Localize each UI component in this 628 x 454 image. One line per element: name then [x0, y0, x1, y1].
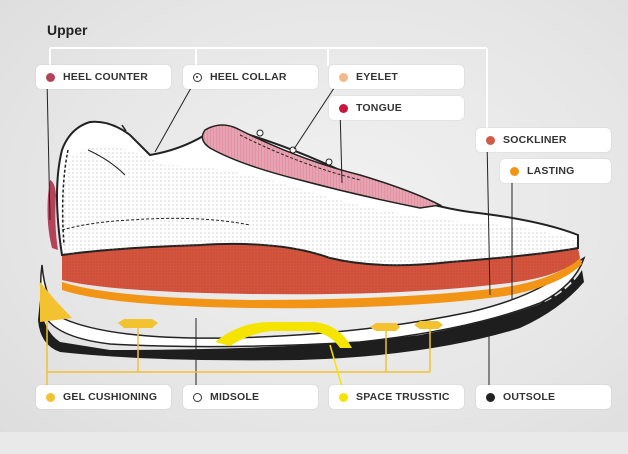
tongue-dot-icon	[339, 103, 348, 113]
label-outsole: OUTSOLE	[476, 385, 611, 409]
eyelet-1	[256, 129, 264, 137]
label-eyelet: EYELET	[329, 65, 464, 89]
label-lasting: LASTING	[500, 159, 611, 183]
gel-pad-fore-2	[414, 321, 443, 329]
midsole-shape	[39, 256, 586, 348]
gel-pad-rear	[118, 319, 158, 328]
heel-collar-dot-icon	[193, 72, 202, 82]
upper-mesh	[61, 146, 578, 266]
gel-pad-fore-1	[370, 323, 400, 331]
lasting-shape	[62, 258, 582, 309]
lasting-dot-icon	[510, 166, 519, 176]
outsole-dot-icon	[486, 392, 495, 402]
midsole-dot-icon	[193, 392, 202, 402]
eyelet-dot-icon	[339, 72, 348, 82]
label-space-trusstic: SPACE TRUSSTIC	[329, 385, 464, 409]
eyelet-3	[325, 158, 333, 166]
gel-cushioning-dot-icon	[46, 392, 55, 402]
label-tongue: TONGUE	[329, 96, 464, 120]
sockliner-shape	[62, 243, 580, 295]
heel-counter-shape	[47, 180, 58, 250]
heel-counter-dot-icon	[46, 72, 55, 82]
space-trusstic-dot-icon	[339, 392, 348, 402]
leader-lines	[46, 78, 513, 397]
gel-leader-lines	[46, 322, 431, 397]
sockliner-dot-icon	[486, 135, 495, 145]
bottom-strip	[0, 432, 628, 454]
upper-bracket	[49, 47, 488, 128]
label-heel-collar: HEEL COLLAR	[183, 65, 318, 89]
label-sockliner: SOCKLINER	[476, 128, 611, 152]
space-trusstic-shape	[215, 322, 352, 348]
label-midsole: MIDSOLE	[183, 385, 318, 409]
gel-heel-pad	[40, 282, 72, 322]
label-heel-counter: HEEL COUNTER	[36, 65, 171, 89]
section-title: Upper	[47, 22, 88, 38]
outsole-shape	[38, 270, 584, 361]
label-gel-cushioning: GEL CUSHIONING	[36, 385, 171, 409]
tongue-shape	[201, 124, 443, 209]
